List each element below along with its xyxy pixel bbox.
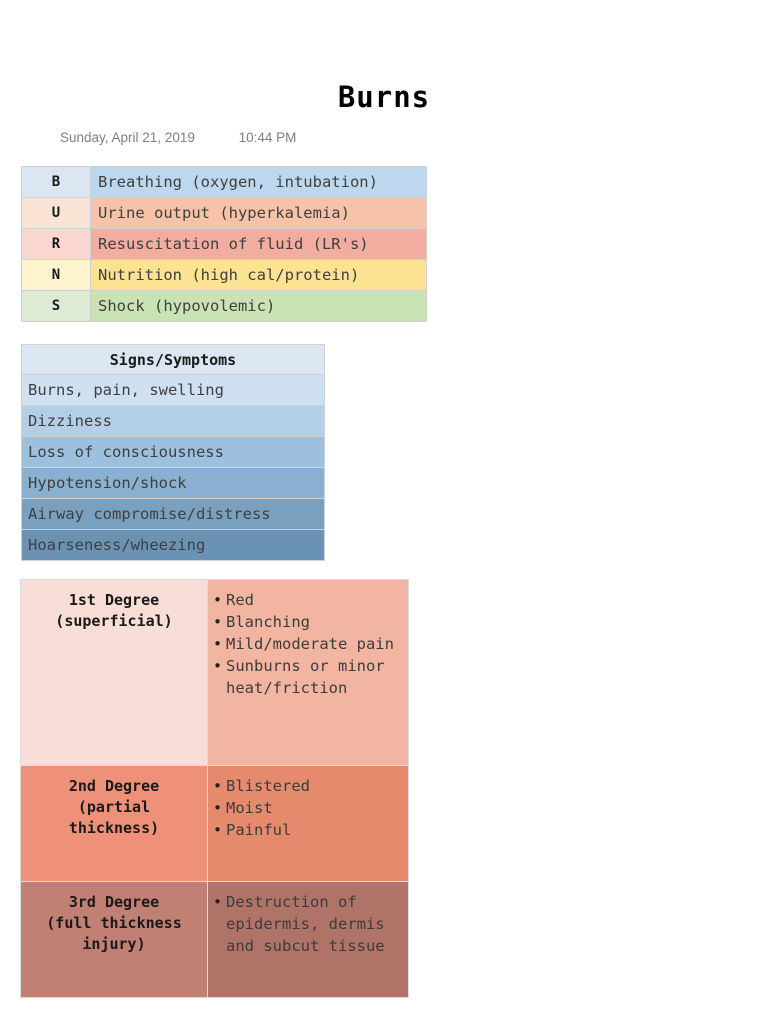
table-row: Burns, pain, swelling bbox=[21, 374, 325, 406]
page-title: Burns bbox=[337, 80, 431, 114]
symptom-item: Burns, pain, swelling bbox=[21, 374, 325, 406]
document-date: Sunday, April 21, 2019 bbox=[60, 130, 195, 145]
table-row: Loss of consciousness bbox=[21, 436, 325, 468]
table-row: Hoarseness/wheezing bbox=[21, 529, 325, 561]
degree-label-line: (partial bbox=[77, 798, 151, 816]
finding-item: Blanching bbox=[213, 611, 402, 633]
degree-label-line: 1st Degree bbox=[68, 591, 160, 609]
finding-item: Blistered bbox=[213, 775, 402, 797]
table-row: U Urine output (hyperkalemia) bbox=[21, 197, 427, 229]
table-row: Hypotension/shock bbox=[21, 467, 325, 499]
degree-findings-list: Destruction of epidermis, dermis and sub… bbox=[212, 891, 402, 957]
mnemonic-description: Urine output (hyperkalemia) bbox=[90, 197, 427, 229]
table-row: R Resuscitation of fluid (LR's) bbox=[21, 228, 427, 260]
table-row: S Shock (hypovolemic) bbox=[21, 290, 427, 322]
mnemonic-description: Resuscitation of fluid (LR's) bbox=[90, 228, 427, 260]
symptom-item: Airway compromise/distress bbox=[21, 498, 325, 530]
table-row: N Nutrition (high cal/protein) bbox=[21, 259, 427, 291]
burn-degrees-table: 1st Degree (superficial) RedBlanchingMild… bbox=[20, 579, 409, 998]
mnemonic-description: Breathing (oxygen, intubation) bbox=[90, 166, 427, 198]
mnemonic-description: Nutrition (high cal/protein) bbox=[90, 259, 427, 291]
mnemonic-letter: S bbox=[21, 290, 91, 322]
symptom-item: Hypotension/shock bbox=[21, 467, 325, 499]
signs-symptoms-table: Signs/Symptoms Burns, pain, swelling Diz… bbox=[21, 344, 325, 561]
finding-item: Painful bbox=[213, 819, 402, 841]
degree-findings: RedBlanchingMild/moderate painSunburns o… bbox=[207, 579, 409, 766]
degree-label-line: 3rd Degree bbox=[68, 893, 160, 911]
degree-label-line: 2nd Degree bbox=[68, 777, 160, 795]
document-datetime: Sunday, April 21, 2019 10:44 PM bbox=[60, 130, 296, 145]
signs-symptoms-header: Signs/Symptoms bbox=[21, 344, 325, 375]
finding-item: Sunburns or minor heat/friction bbox=[213, 655, 402, 699]
burns-mnemonic-table: B Breathing (oxygen, intubation) U Urine… bbox=[21, 166, 427, 322]
finding-item: Mild/moderate pain bbox=[213, 633, 402, 655]
finding-item: Red bbox=[213, 589, 402, 611]
degree-label-line: thickness) bbox=[68, 819, 160, 837]
degree-label: 2nd Degree (partial thickness) bbox=[20, 765, 208, 882]
degree-label-line: (superficial) bbox=[55, 612, 173, 630]
mnemonic-description: Shock (hypovolemic) bbox=[90, 290, 427, 322]
finding-item: Moist bbox=[213, 797, 402, 819]
table-row: 1st Degree (superficial) RedBlanchingMild… bbox=[20, 579, 409, 766]
finding-item: Destruction of epidermis, dermis and sub… bbox=[213, 891, 402, 957]
mnemonic-letter: U bbox=[21, 197, 91, 229]
mnemonic-letter: R bbox=[21, 228, 91, 260]
document-time: 10:44 PM bbox=[238, 130, 297, 145]
symptom-item: Hoarseness/wheezing bbox=[21, 529, 325, 561]
degree-label: 3rd Degree (full thickness injury) bbox=[20, 881, 208, 998]
degree-findings: BlisteredMoistPainful bbox=[207, 765, 409, 882]
degree-findings-list: BlisteredMoistPainful bbox=[212, 775, 402, 841]
mnemonic-letter: B bbox=[21, 166, 91, 198]
symptom-item: Loss of consciousness bbox=[21, 436, 325, 468]
table-row: 2nd Degree (partial thickness) BlisteredMo… bbox=[20, 765, 409, 882]
table-row: B Breathing (oxygen, intubation) bbox=[21, 166, 427, 198]
degree-findings: Destruction of epidermis, dermis and sub… bbox=[207, 881, 409, 998]
table-header-row: Signs/Symptoms bbox=[21, 344, 325, 375]
table-row: Dizziness bbox=[21, 405, 325, 437]
table-row: Airway compromise/distress bbox=[21, 498, 325, 530]
mnemonic-letter: N bbox=[21, 259, 91, 291]
symptom-item: Dizziness bbox=[21, 405, 325, 437]
degree-label-line: injury) bbox=[82, 935, 146, 953]
degree-findings-list: RedBlanchingMild/moderate painSunburns o… bbox=[212, 589, 402, 699]
degree-label-line: (full thickness bbox=[46, 914, 182, 932]
table-row: 3rd Degree (full thickness injury) Destruc… bbox=[20, 881, 409, 998]
degree-label: 1st Degree (superficial) bbox=[20, 579, 208, 766]
